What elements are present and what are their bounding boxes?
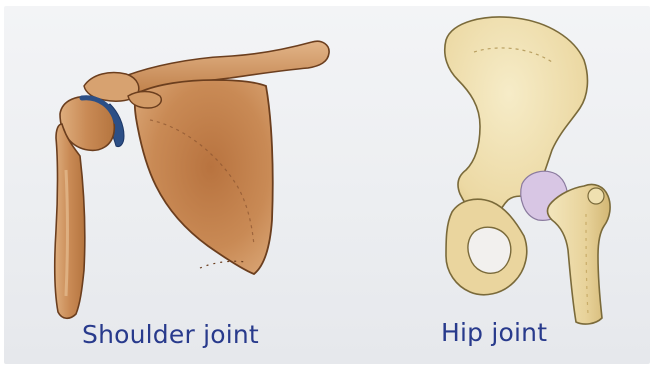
shoulder-joint-illustration [55,41,329,318]
scapula [135,80,273,274]
hip-joint-illustration [445,17,610,324]
greater-trochanter [588,188,604,204]
hip-joint-caption: Hip joint [441,318,547,347]
shoulder-joint-caption: Shoulder joint [82,320,259,349]
femur [548,184,611,324]
humerus [55,124,85,318]
obturator-foramen [468,227,511,273]
coracoid-process [128,92,161,109]
